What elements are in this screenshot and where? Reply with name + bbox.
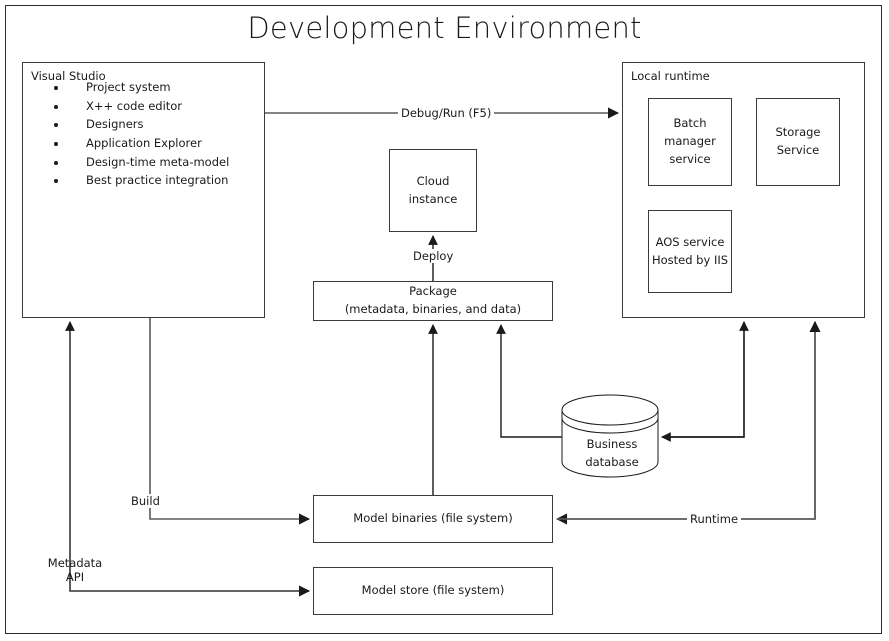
- cloud-instance-line-1: Cloud: [416, 173, 450, 188]
- list-item: Project system: [68, 78, 229, 97]
- package-line-1: Package: [409, 284, 457, 299]
- page-title: Development Environment: [247, 11, 642, 45]
- metadata-api-line-2: API: [65, 570, 85, 585]
- edge-label-runtime: Runtime: [687, 512, 742, 527]
- node-aos-service[interactable]: AOS service Hosted by IIS: [648, 210, 732, 293]
- model-store-label: Model store (file system): [361, 583, 505, 598]
- list-item: Design-time meta-model: [68, 153, 229, 172]
- diagram-outer-frame: [5, 5, 882, 634]
- edge-label-deploy: Deploy: [410, 249, 457, 264]
- node-visual-studio-label: Visual Studio: [31, 69, 106, 83]
- business-database-line-2: database: [585, 455, 639, 469]
- node-batch-manager-service[interactable]: Batch manager service: [648, 98, 732, 186]
- batch-manager-line-3: service: [669, 151, 711, 166]
- list-item: Application Explorer: [68, 134, 229, 153]
- node-cloud-instance[interactable]: Cloud instance: [389, 149, 477, 232]
- batch-manager-line-1: Batch: [673, 116, 707, 131]
- aos-service-line-2: Hosted by IIS: [651, 252, 729, 267]
- package-line-2: (metadata, binaries, and data): [344, 302, 522, 316]
- list-item: Designers: [68, 115, 229, 134]
- edge-label-metadata-api: Metadata API: [36, 556, 114, 585]
- aos-service-line-1: AOS service: [655, 234, 725, 249]
- node-model-store[interactable]: Model store (file system): [313, 567, 553, 615]
- node-model-binaries[interactable]: Model binaries (file system): [313, 495, 553, 543]
- cloud-instance-line-2: instance: [408, 191, 458, 206]
- batch-manager-line-2: manager: [664, 134, 716, 149]
- node-visual-studio[interactable]: Visual Studio: [22, 62, 265, 318]
- business-database-label-group: Business database: [562, 432, 662, 476]
- list-item: Best practice integration: [68, 171, 229, 190]
- business-database-line-1: Business: [586, 437, 638, 452]
- metadata-api-line-1: Metadata: [47, 556, 103, 570]
- node-local-runtime-label: Local runtime: [631, 69, 710, 83]
- visual-studio-feature-list: Project system X++ code editor Designers…: [46, 78, 229, 190]
- list-item: X++ code editor: [68, 97, 229, 116]
- node-package[interactable]: Package (metadata, binaries, and data): [313, 281, 553, 321]
- storage-service-line-2: Service: [776, 143, 820, 157]
- storage-service-line-1: Storage: [775, 125, 821, 140]
- node-storage-service[interactable]: Storage Service: [756, 98, 840, 186]
- model-binaries-label: Model binaries (file system): [353, 511, 513, 526]
- edge-label-build: Build: [128, 494, 163, 509]
- edge-label-debug-run: Debug/Run (F5): [398, 106, 495, 121]
